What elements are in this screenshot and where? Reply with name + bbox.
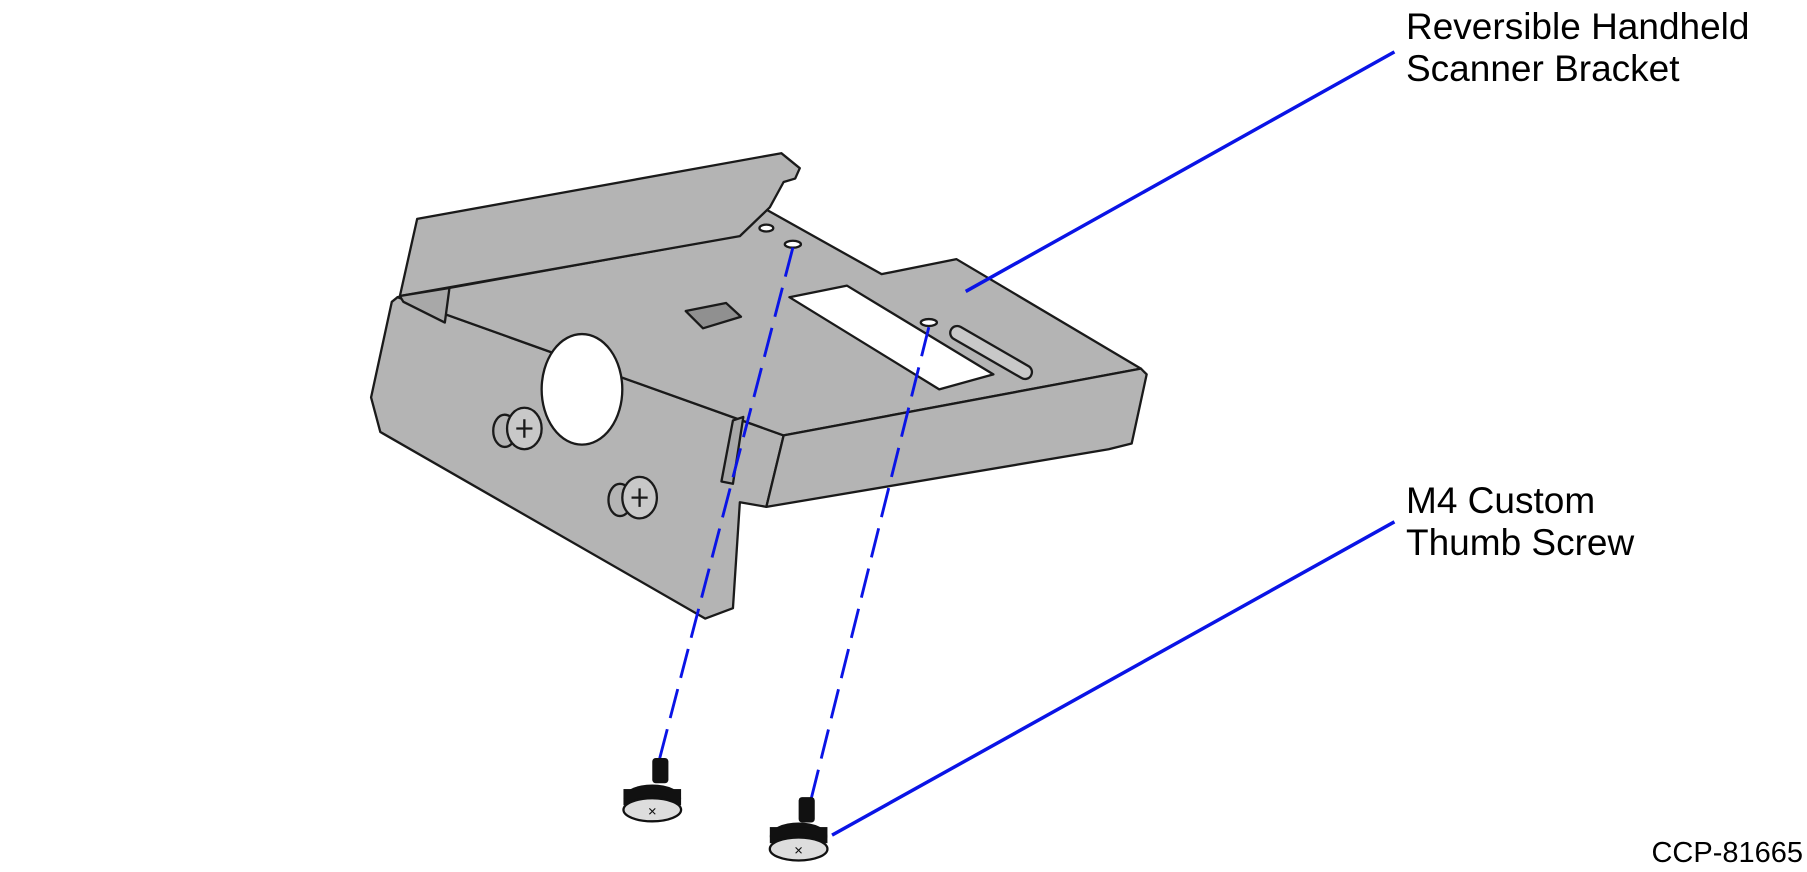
bracket-slot [788,284,995,391]
bracket-long-slot [949,324,1034,381]
thumb-screw: ✕ [622,757,683,823]
wall-screw [492,406,543,451]
assembly-dashed-lines [657,247,931,804]
bracket-round-hole [540,332,624,446]
bracket-mount-hole [758,223,775,233]
bracket-side-tab [720,415,745,485]
leader-line-bracket [964,50,1396,293]
bracket-screw-hole [783,239,803,249]
wall-screw [607,475,659,520]
bracket-screw-hole [919,317,939,328]
scanner-bracket [369,152,1148,620]
figure-code: CCP-81665 [1651,837,1803,869]
svg-text:✕: ✕ [647,807,657,819]
bracket-front-face [765,367,1148,508]
bracket-latch [684,301,743,330]
callout-thumb-screw-line2: Thumb Screw [1406,522,1635,563]
callout-bracket: Reversible Handheld Scanner Bracket [1406,6,1749,90]
bracket-top-flange [398,152,801,298]
svg-text:✕: ✕ [794,846,804,858]
callout-bracket-line2: Scanner Bracket [1406,48,1680,89]
callout-thumb-screw-line1: M4 Custom [1406,480,1596,521]
bracket-flange-tab [398,286,451,324]
leader-line-thumb-screw [831,520,1396,837]
callout-bracket-line1: Reversible Handheld [1406,6,1750,47]
thumb-screw: ✕ [768,797,829,862]
callout-thumb-screw: M4 Custom Thumb Screw [1406,480,1634,564]
